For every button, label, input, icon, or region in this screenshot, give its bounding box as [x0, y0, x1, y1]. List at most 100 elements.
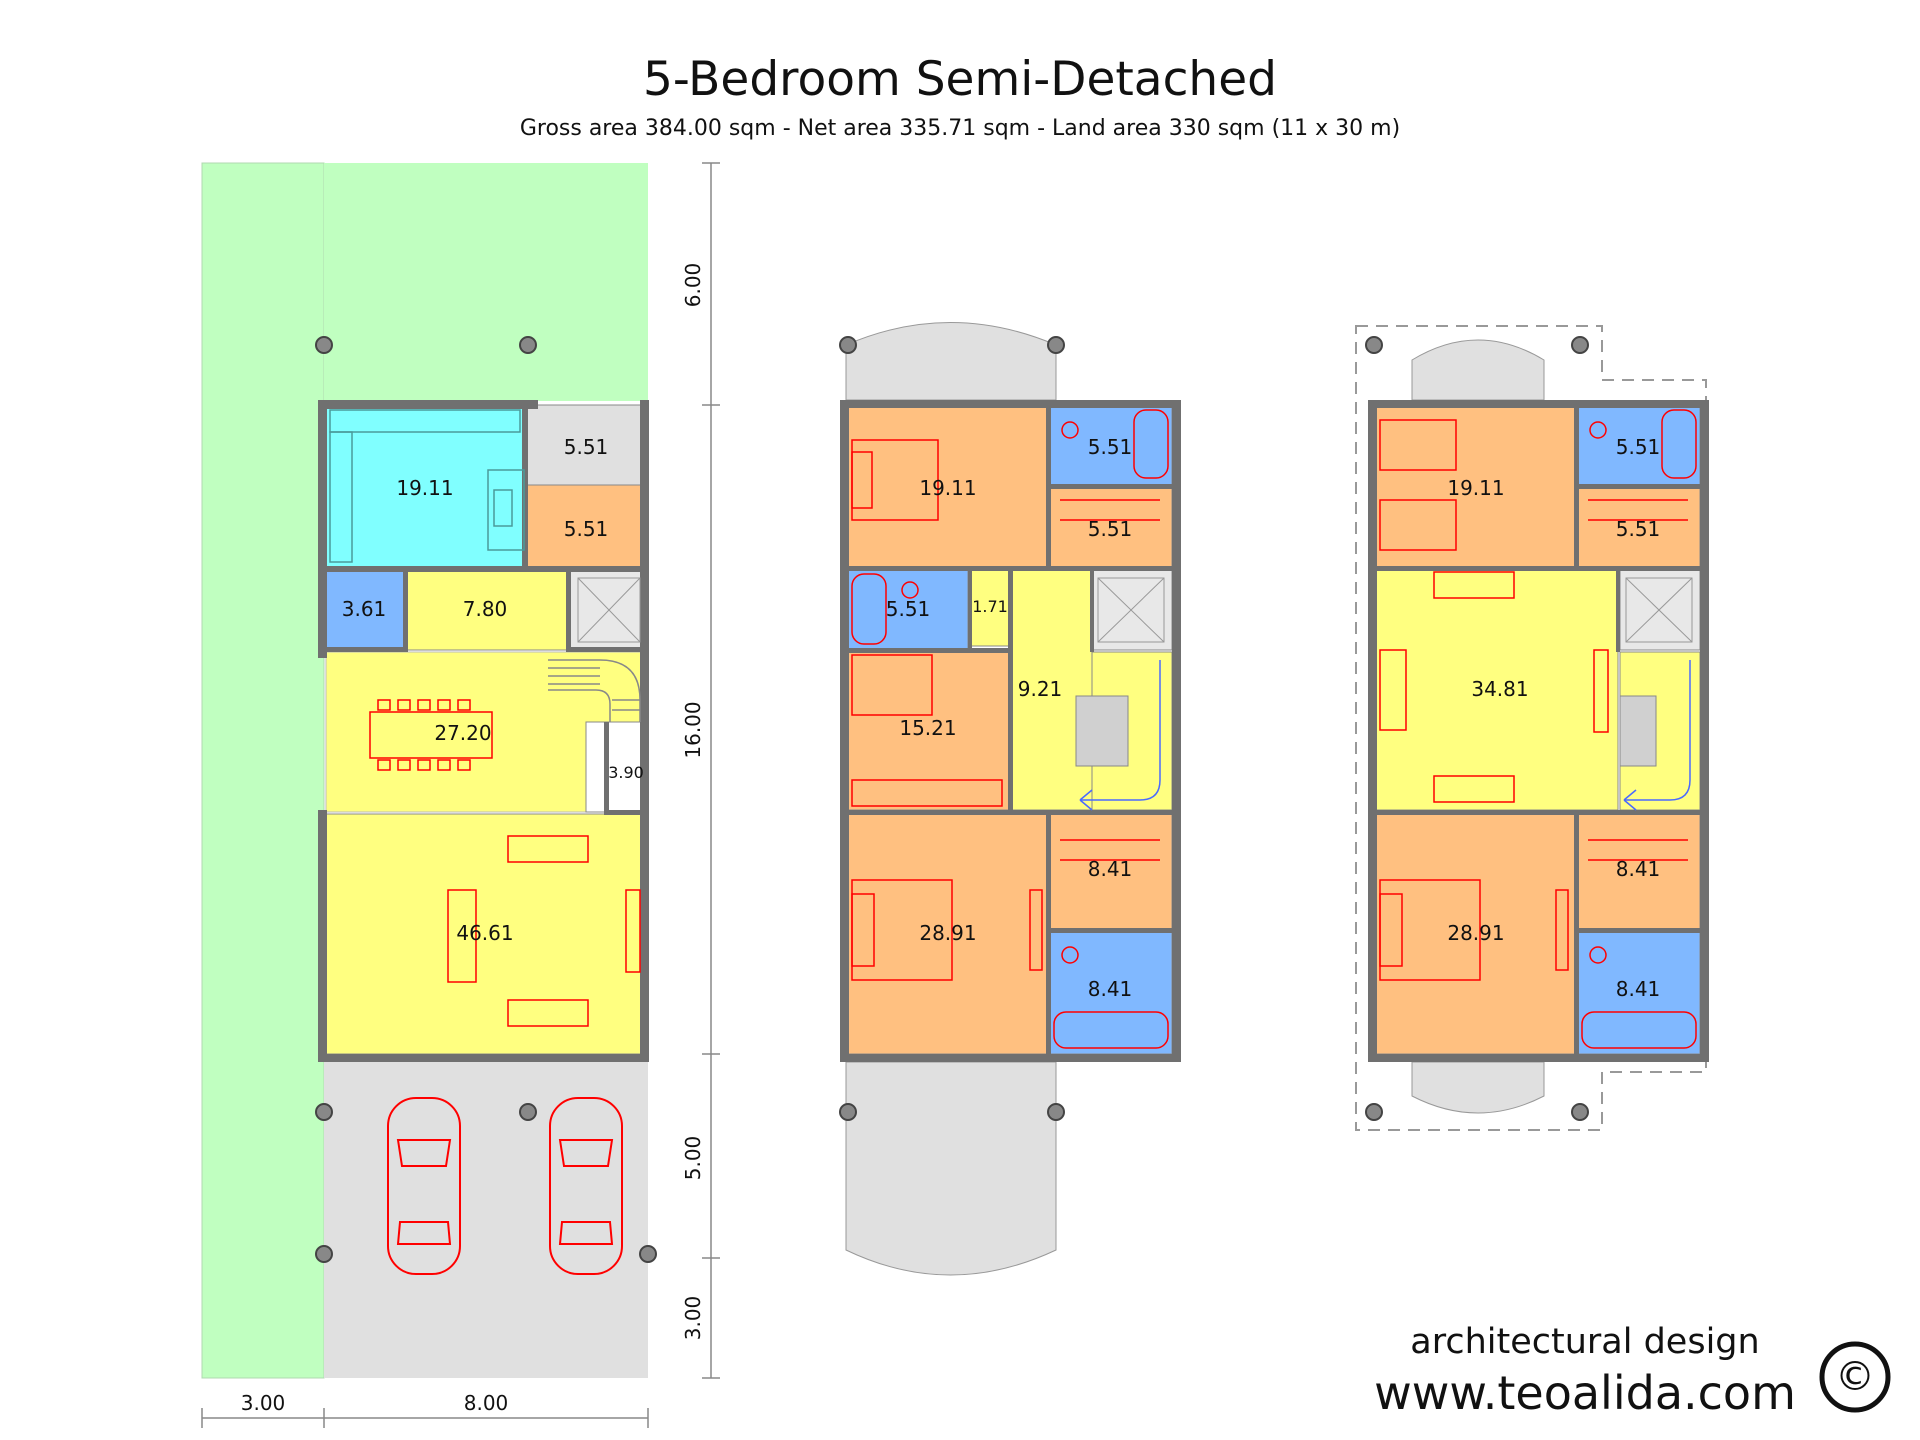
room-label: 8.41	[1616, 857, 1661, 881]
car-icon	[387, 1097, 623, 1275]
room-label: 19.11	[396, 476, 453, 500]
first-floor-furniture	[851, 409, 1169, 1049]
room-label: 15.21	[899, 716, 956, 740]
room-label: 19.11	[919, 476, 976, 500]
toilet-icon	[901, 581, 919, 599]
dimension-label: 3.00	[241, 1391, 286, 1415]
room-label: 28.91	[919, 921, 976, 945]
garden-area-front	[324, 163, 648, 401]
stairs-icon	[1623, 660, 1691, 811]
bathtub-icon	[1581, 1011, 1697, 1049]
room-label: 8.41	[1088, 857, 1133, 881]
room-label: 27.20	[434, 721, 491, 745]
dimension-label: 6.00	[681, 263, 705, 308]
bathtub-icon	[1133, 409, 1169, 479]
copyright-icon: ©	[1819, 1341, 1891, 1413]
roof-outline	[1355, 325, 1707, 1131]
dimension-label: 8.00	[464, 1391, 509, 1415]
stair-core	[1619, 695, 1657, 767]
bathtub-icon	[1661, 409, 1697, 479]
bathroom-room	[1049, 404, 1173, 486]
bathroom-room	[1577, 931, 1701, 1055]
bathroom-room	[847, 569, 969, 651]
storage-room	[525, 484, 649, 569]
stairwell	[1619, 651, 1701, 811]
page-subtitle: Gross area 384.00 sqm - Net area 335.71 …	[519, 116, 1401, 141]
room-label: 5.51	[1088, 435, 1133, 459]
column-icon	[839, 336, 1065, 1121]
garden-area	[201, 162, 325, 1379]
page-title: 5-Bedroom Semi-Detached	[643, 52, 1277, 107]
column-icon	[315, 336, 657, 1263]
room-label: 8.41	[1088, 977, 1133, 1001]
stair-core	[1075, 695, 1129, 767]
dimension-label: 5.00	[681, 1136, 705, 1181]
front-balcony	[845, 322, 1057, 401]
first-floor-walls	[840, 400, 1181, 1062]
second-floor-furniture	[1379, 409, 1697, 1049]
room-label: 34.81	[1471, 677, 1528, 701]
toilet-icon	[1589, 421, 1607, 439]
room-label: 19.11	[1447, 476, 1504, 500]
toilet-icon	[1589, 946, 1607, 964]
dining-table-icon	[369, 711, 493, 759]
room-label: 3.61	[342, 597, 387, 621]
dimension-label: 16.00	[681, 701, 705, 758]
bedroom-room	[847, 811, 1049, 1055]
toilet-icon	[1061, 946, 1079, 964]
elevator-icon	[1625, 577, 1693, 643]
hall-room	[1011, 569, 1093, 811]
room-label: 8.41	[1616, 977, 1661, 1001]
bed-icon	[1379, 419, 1457, 471]
sofa-icon	[507, 835, 589, 863]
kitchen-furniture	[329, 409, 525, 563]
closet-room	[585, 721, 649, 813]
credit-block: architectural design www.teoalida.com	[1370, 1322, 1800, 1420]
ground-floor-walls	[318, 400, 649, 1062]
tv-unit-icon	[625, 889, 641, 973]
rear-balcony	[1411, 1061, 1545, 1114]
room-label: 28.91	[1447, 921, 1504, 945]
driveway-area	[324, 1058, 648, 1378]
dimension-lines	[201, 162, 720, 1428]
elevator-icon	[1097, 577, 1165, 643]
room-label: 5.51	[564, 517, 609, 541]
room-label: 5.51	[1616, 517, 1661, 541]
hall-room	[405, 569, 569, 651]
elevator-icon	[577, 577, 641, 643]
copyright-symbol: ©	[1835, 1354, 1875, 1400]
toilet-icon	[1061, 421, 1079, 439]
column-icon	[1365, 336, 1589, 1121]
room-label: 1.71	[972, 597, 1008, 616]
bed-icon	[851, 654, 933, 716]
dimension-label: 3.00	[681, 1296, 705, 1341]
room-label: 3.90	[608, 763, 644, 782]
room-label: 5.51	[1616, 435, 1661, 459]
family-room	[1375, 569, 1619, 811]
first-floor-plan: 19.11 5.51 5.51 5.51 1.71 9.21 15.21 8.4…	[839, 322, 1181, 1276]
ground-floor-furniture	[369, 699, 641, 1027]
website-link[interactable]: www.teoalida.com	[1374, 1366, 1796, 1420]
bathtub-icon	[1053, 1011, 1169, 1049]
room-label: 5.51	[886, 597, 931, 621]
front-balcony	[1411, 339, 1545, 401]
room-label: 7.80	[463, 597, 508, 621]
second-floor-plan: 19.11 5.51 5.51 34.81 8.41 28.91 8.41	[1355, 325, 1709, 1131]
room-label: 46.61	[456, 921, 513, 945]
room-label: 5.51	[1088, 517, 1133, 541]
bathtub-icon	[851, 573, 887, 645]
closet-room	[1049, 811, 1173, 931]
room-label: 9.21	[1018, 677, 1063, 701]
stairs-icon	[548, 659, 641, 722]
sofa-icon	[1433, 571, 1515, 599]
tv-unit-icon	[1593, 649, 1609, 733]
ground-floor-plan: 19.11 5.51 5.51 3.61 7.80 27.20 3.90 46.…	[201, 162, 657, 1379]
credit-line: architectural design	[1410, 1322, 1760, 1362]
rear-balcony	[845, 1061, 1057, 1276]
bed-icon	[1379, 499, 1457, 551]
second-floor-walls	[1368, 400, 1709, 1062]
room-label: 5.51	[564, 435, 609, 459]
stairs-icon	[1079, 660, 1161, 811]
